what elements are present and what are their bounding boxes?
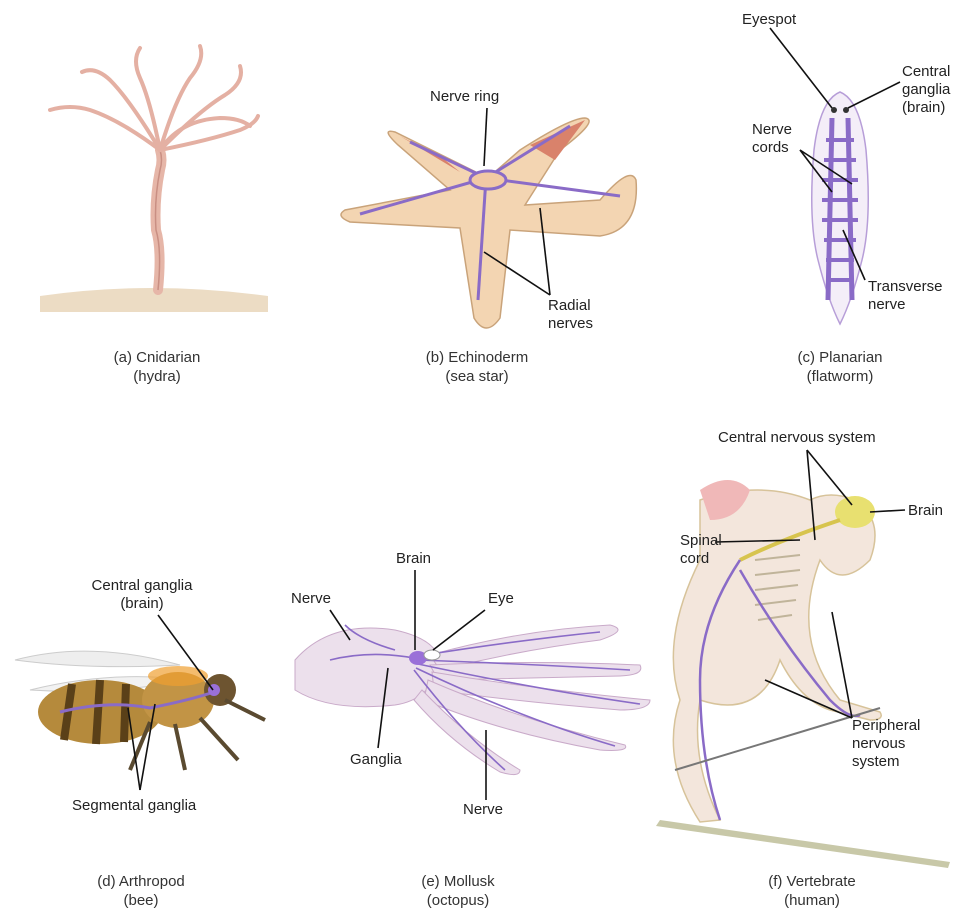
label-segmental-ganglia: Segmental ganglia	[72, 797, 196, 815]
caption-vertebrate: (f) Vertebrate (human)	[768, 872, 856, 909]
label-central-ganglia-bee: Central ganglia (brain)	[92, 577, 193, 613]
label-spinal-cord-line2: cord	[680, 550, 709, 567]
caption-planarian-line2: (flatworm)	[797, 367, 882, 386]
label-brain-octopus: Brain	[396, 550, 431, 568]
caption-echinoderm: (b) Echinoderm (sea star)	[426, 348, 529, 386]
label-transverse-nerve-line2: nerve	[868, 296, 906, 313]
label-peripheral-nervous-system: Peripheral nervous system	[852, 717, 920, 771]
caption-vertebrate-line2: (human)	[768, 891, 856, 909]
caption-planarian-line1: (c) Planarian	[797, 348, 882, 367]
label-spinal-cord-line1: Spinal	[680, 532, 722, 549]
label-nerve-cords-line1: Nerve	[752, 121, 792, 138]
label-transverse-nerve-line1: Transverse	[868, 278, 942, 295]
label-ganglia: Ganglia	[350, 751, 402, 769]
label-radial-nerves-line2: nerves	[548, 315, 593, 332]
label-central-ganglia-planarian-line3: (brain)	[902, 99, 945, 116]
label-central-ganglia-bee-line1: Central ganglia	[92, 577, 193, 594]
label-peripheral-nervous-system-line1: Peripheral	[852, 717, 920, 734]
label-peripheral-nervous-system-line3: system	[852, 753, 900, 770]
caption-planarian: (c) Planarian (flatworm)	[797, 348, 882, 386]
label-nerve-cords-line2: cords	[752, 139, 789, 156]
caption-cnidarian-line1: (a) Cnidarian	[114, 348, 201, 367]
caption-echinoderm-line2: (sea star)	[426, 367, 529, 386]
label-nerve-octopus-upper: Nerve	[291, 590, 331, 608]
label-radial-nerves-line1: Radial	[548, 297, 591, 314]
label-central-nervous-system: Central nervous system	[718, 429, 876, 447]
label-central-ganglia-planarian: Central ganglia (brain)	[902, 63, 950, 117]
caption-vertebrate-line1: (f) Vertebrate	[768, 872, 856, 891]
octopus-illustration	[295, 625, 650, 775]
caption-arthropod-line1: (d) Arthropod	[97, 872, 185, 891]
label-peripheral-nervous-system-line2: nervous	[852, 735, 905, 752]
caption-arthropod: (d) Arthropod (bee)	[97, 872, 185, 909]
bee-illustration	[15, 651, 265, 770]
label-eye: Eye	[488, 590, 514, 608]
label-central-ganglia-planarian-line1: Central	[902, 63, 950, 80]
label-radial-nerves: Radial nerves	[548, 297, 593, 333]
hydra-illustration	[40, 46, 268, 312]
label-eyespot: Eyespot	[742, 11, 796, 29]
label-spinal-cord: Spinal cord	[680, 532, 722, 568]
caption-mollusk-line1: (e) Mollusk	[421, 872, 494, 891]
label-nerve-octopus-lower: Nerve	[463, 801, 503, 819]
label-transverse-nerve: Transverse nerve	[868, 278, 942, 314]
planarian-illustration	[812, 92, 869, 324]
caption-mollusk: (e) Mollusk (octopus)	[421, 872, 494, 909]
label-brain-human: Brain	[908, 502, 943, 520]
label-central-ganglia-planarian-line2: ganglia	[902, 81, 950, 98]
caption-cnidarian-line2: (hydra)	[114, 367, 201, 386]
caption-arthropod-line2: (bee)	[97, 891, 185, 909]
caption-mollusk-line2: (octopus)	[421, 891, 494, 909]
caption-echinoderm-line1: (b) Echinoderm	[426, 348, 529, 367]
label-nerve-cords: Nerve cords	[752, 121, 792, 157]
label-nerve-ring: Nerve ring	[430, 88, 499, 106]
label-central-ganglia-bee-line2: (brain)	[120, 595, 163, 612]
caption-cnidarian: (a) Cnidarian (hydra)	[114, 348, 201, 386]
